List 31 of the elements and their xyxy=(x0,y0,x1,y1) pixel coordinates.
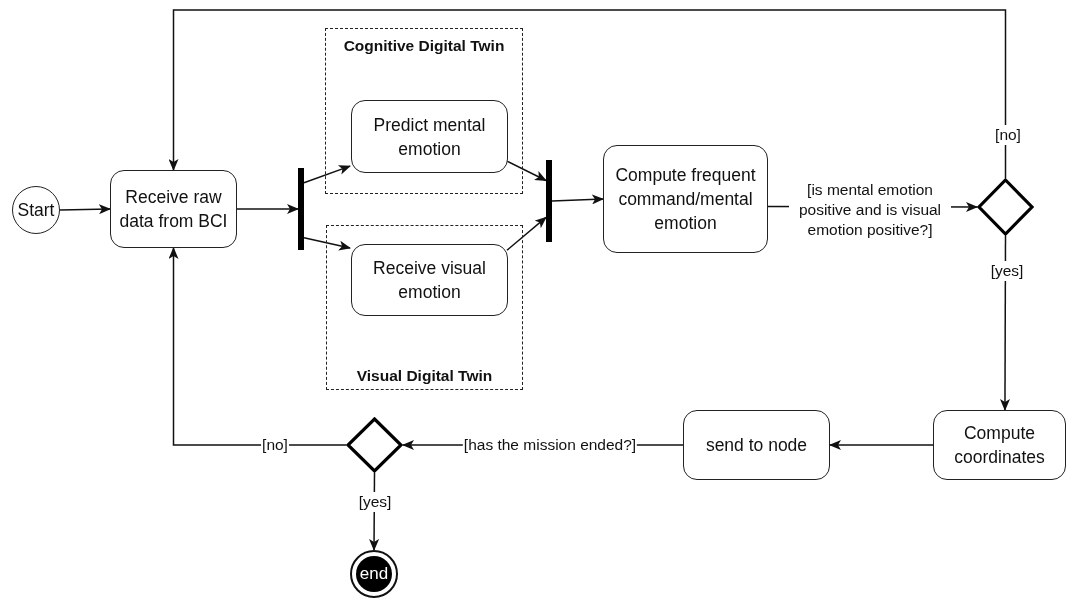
arrow xyxy=(168,247,347,446)
decision-diamond xyxy=(977,178,1034,236)
edge-label: [yes] xyxy=(989,261,1025,281)
edge-label: [no] xyxy=(994,125,1022,145)
decision-diamond xyxy=(346,417,403,473)
arrow xyxy=(829,440,934,450)
fork-bar xyxy=(298,168,304,250)
start-node: Start xyxy=(12,186,60,234)
final-node xyxy=(350,550,398,598)
arrow xyxy=(506,216,547,251)
end-label: end xyxy=(356,556,392,592)
group-heading: Cognitive Digital Twin xyxy=(342,37,506,55)
arrow xyxy=(236,204,299,214)
arrow xyxy=(168,9,1007,179)
swimlane-group xyxy=(325,28,523,194)
arrow xyxy=(551,194,604,205)
arrow xyxy=(303,236,351,251)
action-box: Compute frequent command/mental emotion xyxy=(603,145,768,253)
action-box: Compute coordinates xyxy=(933,410,1066,480)
fork-bar xyxy=(546,160,552,242)
arrow xyxy=(506,160,547,182)
action-box: Receive raw data from BCI xyxy=(110,170,237,248)
arrow xyxy=(59,204,111,215)
arrow xyxy=(1000,235,1010,411)
edge-label: [yes] xyxy=(357,492,393,512)
action-box: Predict mental emotion xyxy=(351,100,508,173)
arrow xyxy=(303,165,351,184)
group-heading: Visual Digital Twin xyxy=(355,367,494,385)
swimlane-group xyxy=(326,225,523,390)
action-box: send to node xyxy=(683,410,830,480)
action-box: Receive visual emotion xyxy=(351,244,508,316)
